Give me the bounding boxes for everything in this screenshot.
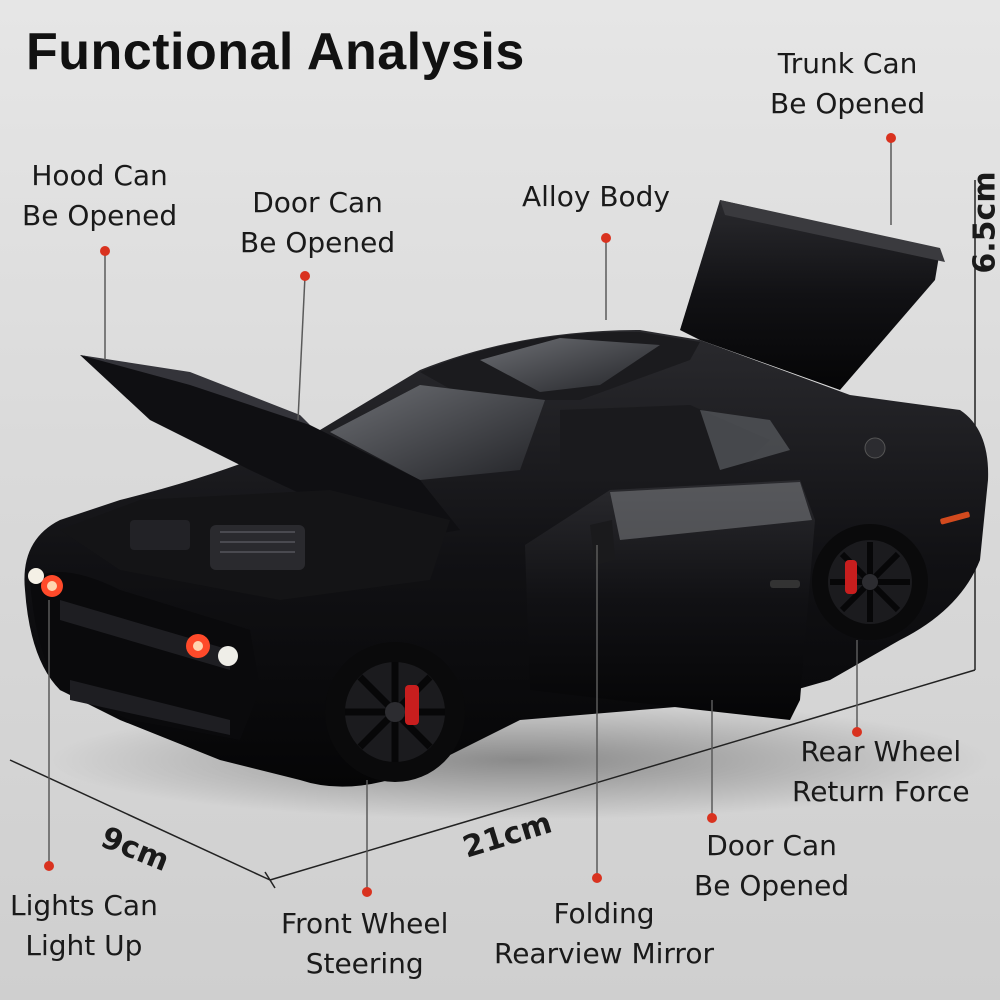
rear-wheel bbox=[812, 524, 928, 640]
marker-door-bottom bbox=[707, 813, 717, 823]
label-alloy-line1: Alloy Body bbox=[522, 180, 670, 213]
label-alloy: Alloy Body bbox=[522, 177, 670, 217]
label-door-front: Door Can Be Opened bbox=[240, 183, 395, 263]
page-title: Functional Analysis bbox=[26, 23, 525, 81]
rear-caliper bbox=[845, 560, 857, 594]
marker-door-front bbox=[300, 271, 310, 281]
label-hood-line1: Hood Can bbox=[31, 159, 168, 192]
trunk-lid bbox=[680, 200, 940, 390]
label-lights-line1: Lights Can bbox=[10, 889, 158, 922]
marker-trunk bbox=[886, 133, 896, 143]
label-door-front-line2: Be Opened bbox=[240, 226, 396, 259]
leader-markers bbox=[44, 133, 896, 897]
marker-mirror bbox=[592, 873, 602, 883]
marker-alloy bbox=[601, 233, 611, 243]
label-mirror-line2: Rearview Mirror bbox=[494, 937, 714, 970]
label-door-bottom: Door Can Be Opened bbox=[694, 826, 849, 906]
marker-rear-wheel bbox=[852, 727, 862, 737]
door-window bbox=[610, 482, 812, 540]
label-mirror-line1: Folding bbox=[553, 897, 655, 930]
sunroof bbox=[480, 338, 660, 392]
label-rear-wheel-line2: Return Force bbox=[792, 775, 970, 808]
label-door-bottom-line2: Be Opened bbox=[694, 869, 850, 902]
label-mirror: Folding Rearview Mirror bbox=[494, 894, 714, 974]
front-caliper bbox=[405, 685, 419, 725]
grille bbox=[60, 600, 230, 670]
label-door-bottom-line1: Door Can bbox=[706, 829, 837, 862]
engine-block bbox=[210, 525, 305, 570]
label-front-wheel-line2: Steering bbox=[305, 947, 424, 980]
marker-hood bbox=[100, 246, 110, 256]
label-door-front-line1: Door Can bbox=[252, 186, 383, 219]
label-hood-line2: Be Opened bbox=[22, 199, 178, 232]
label-trunk-line1: Trunk Can bbox=[777, 47, 918, 80]
label-front-wheel-line1: Front Wheel bbox=[281, 907, 449, 940]
label-front-wheel: Front Wheel Steering bbox=[281, 904, 448, 984]
front-wheel bbox=[325, 642, 465, 782]
dimension-height: 6.5cm bbox=[967, 171, 1000, 274]
label-rear-wheel-line1: Rear Wheel bbox=[800, 735, 962, 768]
label-rear-wheel: Rear Wheel Return Force bbox=[792, 732, 970, 812]
label-lights: Lights Can Light Up bbox=[10, 886, 158, 966]
fuel-cap bbox=[864, 437, 886, 459]
label-trunk: Trunk Can Be Opened bbox=[770, 44, 925, 124]
hood-open bbox=[80, 355, 460, 540]
door-handle bbox=[770, 580, 800, 588]
label-trunk-line2: Be Opened bbox=[770, 87, 926, 120]
leader-lines bbox=[48, 138, 892, 892]
label-lights-line2: Light Up bbox=[25, 929, 143, 962]
marker-front-wheel bbox=[362, 887, 372, 897]
headlight-right-outer bbox=[218, 646, 238, 666]
headlight-left-inner bbox=[28, 568, 44, 584]
marker-lights bbox=[44, 861, 54, 871]
windshield bbox=[330, 385, 545, 480]
label-hood: Hood Can Be Opened bbox=[22, 156, 177, 236]
